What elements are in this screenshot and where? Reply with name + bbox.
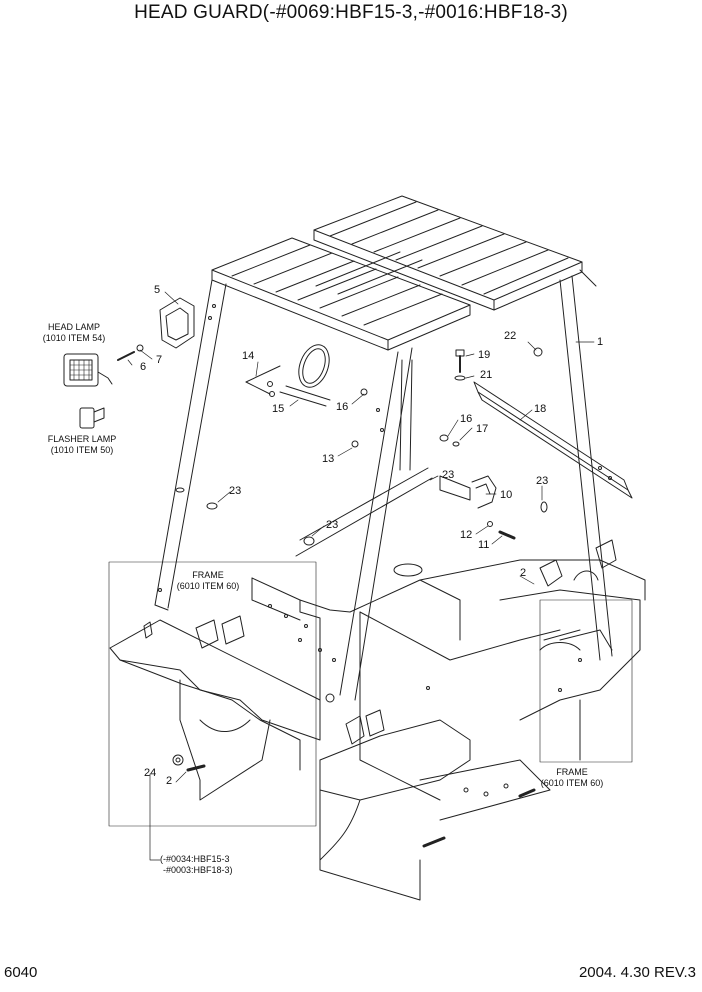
- callout-5: 5: [154, 284, 161, 296]
- flasher-lamp-caption: FLASHER LAMP (1010 ITEM 50): [42, 434, 122, 456]
- callout-16-bar: 16: [460, 413, 473, 425]
- grommets-drawing: [175, 487, 548, 546]
- page-title: HEAD GUARD(-#0069:HBF15-3,-#0016:HBF18-3…: [134, 2, 568, 23]
- frame-reference-box-left: [108, 561, 317, 827]
- callout-12: 12: [460, 529, 473, 541]
- callout-6: 6: [140, 361, 147, 373]
- bolt-11-drawing: [487, 521, 516, 540]
- frame-reference-box-right: [539, 599, 633, 763]
- callout-11: 11: [478, 539, 490, 551]
- callout-17: 17: [476, 423, 489, 435]
- frame-caption-right-line1: FRAME: [556, 767, 588, 777]
- callout-2-right: 2: [520, 567, 527, 579]
- lamp-bracket-drawing: [159, 297, 195, 349]
- frame-caption-left: FRAME (6010 ITEM 60): [170, 570, 246, 592]
- bolt-6-drawing: [117, 344, 144, 361]
- frame-caption-right-line2: (6010 ITEM 60): [540, 778, 604, 788]
- clamp-10-drawing: [439, 475, 497, 509]
- callout-19: 19: [478, 349, 491, 361]
- callout-10: 10: [500, 489, 513, 501]
- cross-bar-drawing: [473, 381, 633, 499]
- callout-1: 1: [597, 336, 604, 348]
- callout-22: 22: [504, 330, 517, 342]
- callout-7: 7: [156, 354, 163, 366]
- callout-23-left: 23: [229, 485, 242, 497]
- rod-13-drawing: [295, 440, 433, 557]
- callout-23-right: 23: [536, 475, 549, 487]
- callout-18: 18: [534, 403, 547, 415]
- leader-lines: [127, 291, 595, 861]
- washer-set-right: [439, 434, 460, 447]
- bolt-2-lower-drawing: [172, 754, 206, 772]
- head-lamp-caption-line1: HEAD LAMP: [47, 322, 100, 332]
- serial-note-line1: (-#0034:HBF15-3: [160, 854, 230, 864]
- head-lamp-caption-line2: (1010 ITEM 54): [42, 333, 106, 343]
- frame-caption-right: FRAME (6010 ITEM 60): [534, 767, 610, 789]
- bolt-19-drawing: [454, 347, 543, 381]
- mirror-drawing: [245, 344, 368, 407]
- callout-24: 24: [144, 767, 157, 779]
- callout-14: 14: [242, 350, 255, 362]
- callout-23-center: 23: [442, 469, 455, 481]
- head-lamp-caption: HEAD LAMP (1010 ITEM 54): [36, 322, 112, 344]
- flasher-lamp-drawing: [79, 407, 105, 429]
- callout-15: 15: [272, 403, 285, 415]
- serial-note: (-#0034:HBF15-3 -#0003:HBF18-3): [160, 854, 233, 876]
- page-number: 6040: [4, 964, 38, 981]
- head-lamp-drawing: [63, 353, 113, 387]
- serial-note-line2: -#0003:HBF18-3): [163, 865, 233, 875]
- callout-21: 21: [480, 369, 493, 381]
- callout-23-lower: 23: [326, 519, 339, 531]
- callout-13: 13: [322, 453, 335, 465]
- callout-2-lower: 2: [166, 775, 173, 787]
- frame-caption-left-line1: FRAME: [192, 570, 224, 580]
- flasher-lamp-caption-line2: (1010 ITEM 50): [50, 445, 114, 455]
- revision-stamp: 2004. 4.30 REV.3: [578, 964, 696, 981]
- callout-16-mirror: 16: [336, 401, 349, 413]
- truck-frame: [109, 539, 646, 901]
- flasher-lamp-caption-line1: FLASHER LAMP: [47, 434, 117, 444]
- frame-caption-left-line2: (6010 ITEM 60): [176, 581, 240, 591]
